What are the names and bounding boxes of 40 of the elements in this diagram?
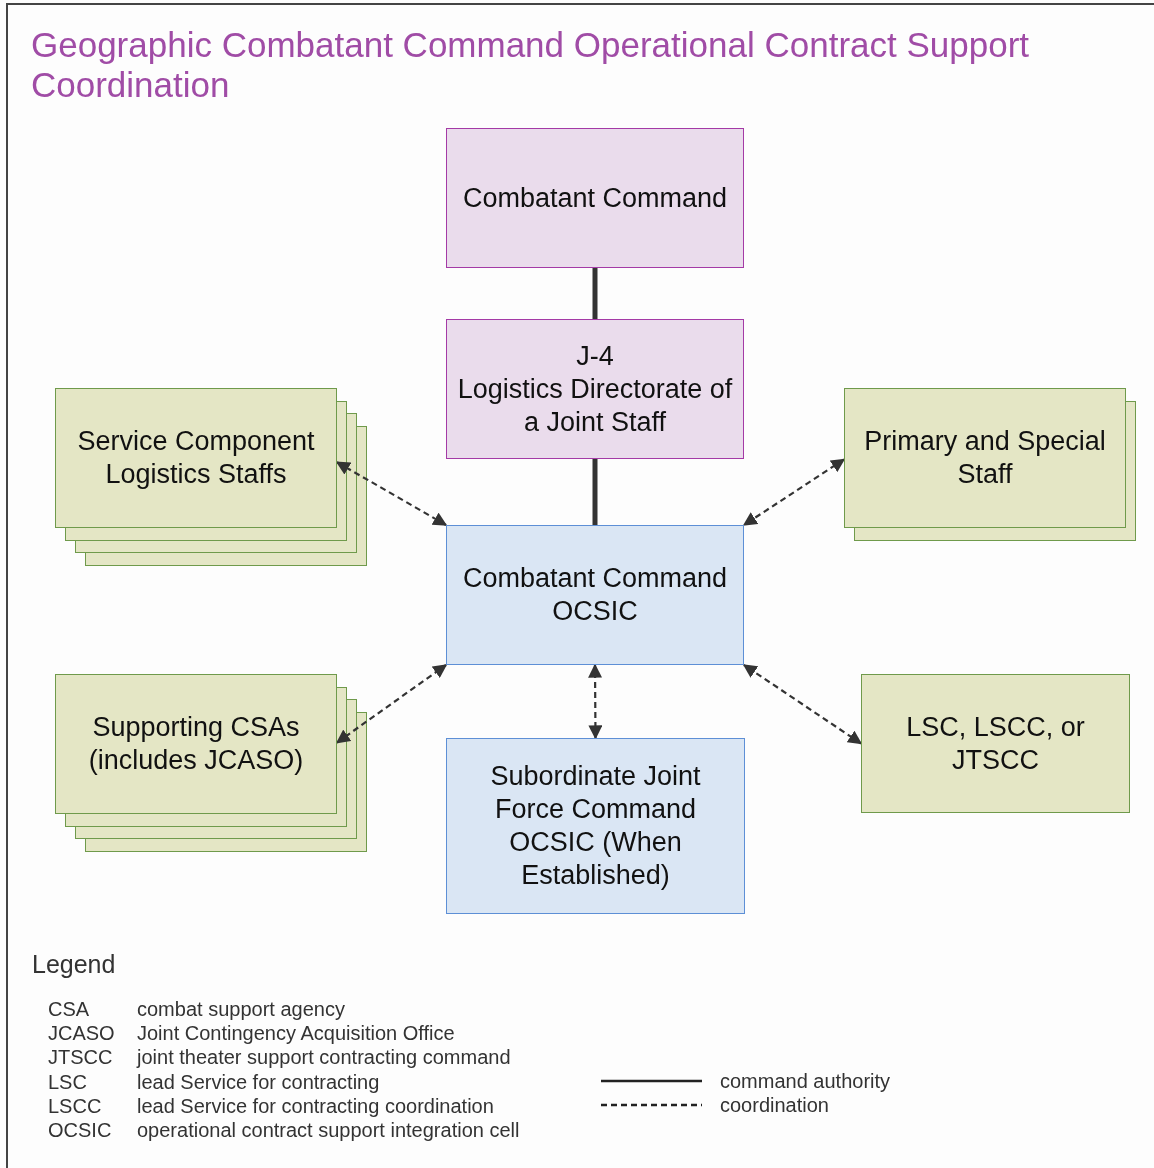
coordination-arrow [588,663,603,740]
abbreviation: JCASO [48,1021,115,1046]
box-label: Combatant Command OCSIC [461,562,729,628]
org-box [55,674,337,814]
command-line [592,459,598,525]
coordination-arrow [335,664,448,744]
box-label: LSC, LSCC, or JTSCC [905,710,1086,777]
legend-text: coordination [720,1093,829,1117]
abbreviation-definition: joint theater support contracting command [137,1045,511,1070]
box-label: Supporting CSAs (includes JCASO) [87,711,305,777]
org-box [446,738,745,914]
abbreviation: JTSCC [48,1045,113,1070]
box-label: Combatant Command [462,181,728,215]
box-label: Service Component Logistics Staffs [76,425,316,491]
box-label: J-4 [576,339,614,373]
abbreviation-definition: lead Service for contracting coordination [137,1093,494,1118]
abbreviation-definition: Joint Contingency Acquisition Office [137,1021,455,1046]
abbreviation-definition: operational contract support integration cell [137,1118,520,1142]
diagram-title: Geographic Combatant Command Operational Contract Support Coordination [31,25,1031,105]
legend-heading: Legend [32,949,116,979]
coordination-arrow [742,458,846,526]
legend-text: command authority [720,1069,891,1093]
box-label: Subordinate Joint Force Command OCSIC (When Established) [489,760,702,892]
coordination-arrow [335,461,448,526]
org-box [446,319,744,459]
abbreviation: LSC [48,1069,87,1094]
org-box [861,674,1130,813]
org-box [844,388,1126,528]
abbreviation: OCSIC [48,1118,112,1142]
abbreviation-definition: lead Service for contracting [137,1069,380,1094]
coordination-arrow [742,664,863,745]
org-box [446,525,744,665]
abbreviation: LSCC [48,1093,102,1118]
abbreviation-definition: combat support agency [137,997,345,1021]
org-box [446,128,744,268]
command-line [592,268,598,319]
org-box [55,388,337,528]
abbreviation: CSA [48,997,90,1021]
box-label: Logistics Directorate of a Joint Staff [456,372,734,439]
box-label: Primary and Special Staff [863,425,1107,491]
